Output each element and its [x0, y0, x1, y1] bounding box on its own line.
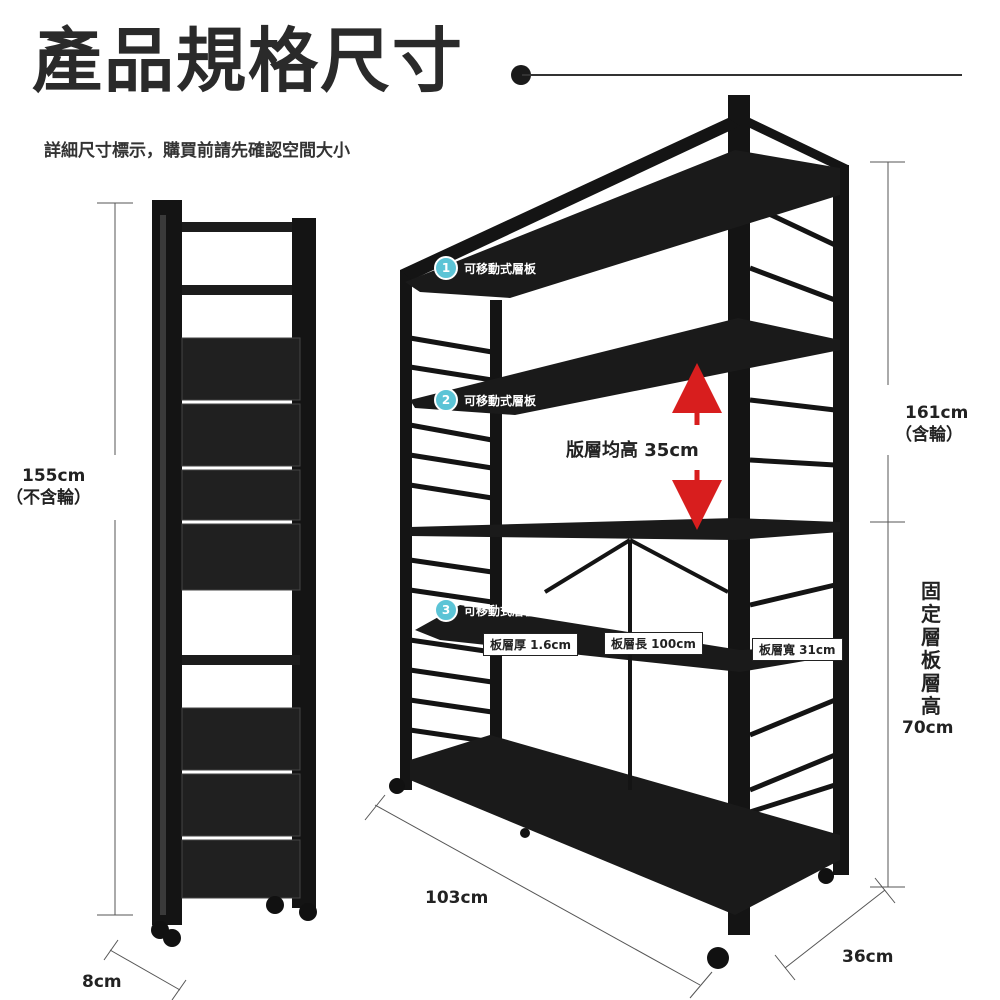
page-subtitle: 詳細尺寸標示，購買前請先確認空間大小	[44, 141, 350, 161]
badge-number: 2	[434, 388, 458, 412]
shelf-badge-1: 1 可移動式層板	[434, 256, 536, 280]
title-dot	[511, 65, 531, 85]
fixed-shelf-label: 固定層板層高	[921, 579, 941, 718]
fixed-shelf-value: 70cm	[902, 718, 954, 738]
assembled-width-value: 103cm	[425, 888, 489, 908]
folded-height-value: 155cm	[22, 466, 86, 486]
shelf-width-tag: 板層寬 31cm	[752, 638, 843, 661]
shelf-spacing-label: 版層均高 35cm	[566, 440, 699, 462]
page-title: 產品規格尺寸	[32, 20, 464, 102]
shelf-thickness-tag: 板層厚 1.6cm	[483, 633, 579, 656]
assembled-height-note: （含輪）	[895, 425, 963, 445]
folded-rack	[97, 200, 317, 1000]
shelf-badge-3: 3 可移動式層板	[434, 598, 536, 622]
assembled-height-value: 161cm	[905, 403, 969, 423]
folded-height-note: （不含輪）	[6, 488, 91, 508]
badge-label: 可移動式層板	[464, 261, 537, 276]
badge-number: 3	[434, 598, 458, 622]
badge-label: 可移動式層板	[464, 603, 537, 618]
shelf-length-tag: 板層長 100cm	[604, 632, 703, 655]
title-rule	[522, 74, 962, 76]
shelf-badge-2: 2 可移動式層板	[434, 388, 536, 412]
badge-label: 可移動式層板	[464, 393, 537, 408]
assembled-rack	[364, 95, 905, 999]
assembled-depth-value: 36cm	[842, 947, 894, 967]
badge-number: 1	[434, 256, 458, 280]
folded-depth-value: 8cm	[82, 972, 122, 992]
